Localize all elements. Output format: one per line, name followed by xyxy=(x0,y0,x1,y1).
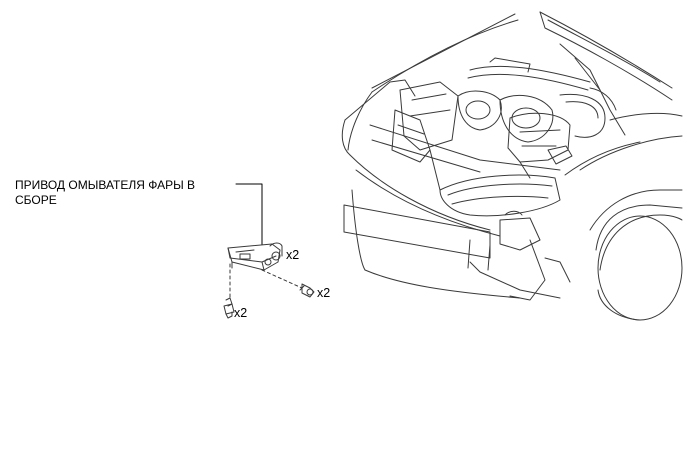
qty-bolt: x2 xyxy=(317,286,331,300)
bolt-icon xyxy=(299,283,315,298)
leader-line xyxy=(235,183,263,249)
install-path-bolt xyxy=(261,269,303,289)
headlamp-washer-actuator-icon xyxy=(227,242,283,271)
part-label-line2: СБОРЕ xyxy=(15,193,57,207)
part-label-line1: ПРИВОД ОМЫВАТЕЛЯ ФАРЫ В xyxy=(15,178,196,192)
part-callout: ПРИВОД ОМЫВАТЕЛЯ ФАРЫ В СБОРЕ xyxy=(15,178,195,208)
vehicle-front-icon xyxy=(341,11,683,321)
qty-clip: x2 xyxy=(234,306,248,320)
clip-icon xyxy=(223,297,235,319)
qty-bracket: x2 xyxy=(286,248,300,262)
